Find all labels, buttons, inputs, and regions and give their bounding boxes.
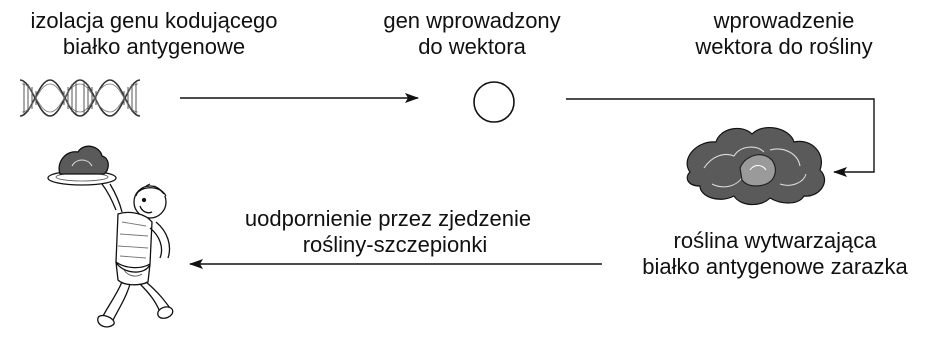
label-immunization-line1: uodpornienie przez zjedzenie [244, 206, 532, 231]
label-introduction-line2: wektora do rośliny [695, 34, 873, 59]
label-vector: gen wprowadzony do wektora [362, 8, 582, 60]
dna-helix-icon [19, 79, 141, 117]
plasmid-circle-icon [473, 81, 515, 123]
label-immunization: uodpornienie przez zjedzenie rośliny-szc… [228, 206, 548, 258]
cabbage-icon [686, 126, 826, 206]
label-immunization-line2: rośliny-szczepionki [302, 232, 488, 257]
label-vector-line1: gen wprowadzony [383, 8, 561, 33]
label-introduction-line1: wprowadzenie [713, 8, 855, 33]
label-plant-line2: białko antygenowe zarazka [642, 254, 908, 279]
label-isolation-line2: białko antygenowe [62, 34, 246, 59]
label-plant: roślina wytwarzająca białko antygenowe z… [616, 228, 934, 280]
label-plant-line1: roślina wytwarzająca [673, 228, 877, 253]
label-vector-line2: do wektora [418, 34, 526, 59]
label-isolation: izolacja genu kodującego białko antygeno… [4, 8, 304, 60]
arrow-vector-to-plant [566, 98, 875, 177]
label-isolation-line1: izolacja genu kodującego [30, 8, 278, 33]
label-introduction: wprowadzenie wektora do rośliny [654, 8, 914, 60]
child-with-plate-icon [47, 145, 174, 328]
